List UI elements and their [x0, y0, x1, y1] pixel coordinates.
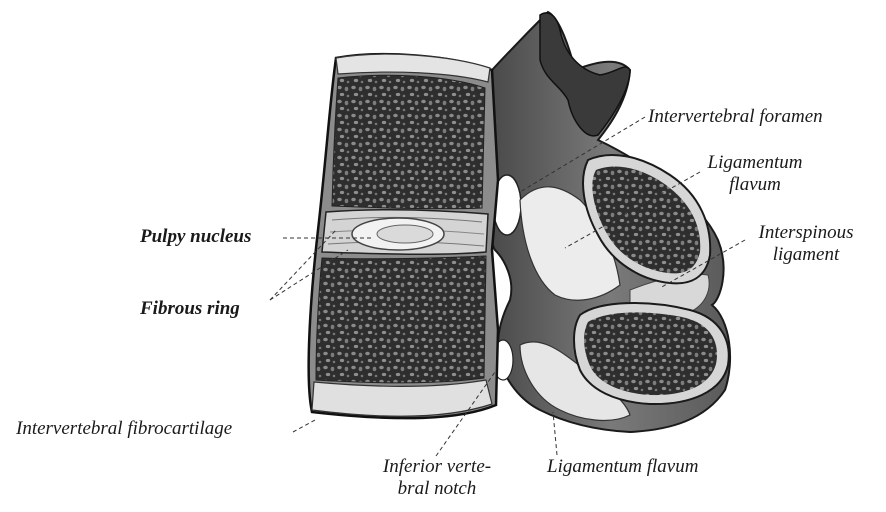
- label-inferior-vertebral-notch-line2: bral notch: [397, 478, 477, 499]
- label-ligamentum-flavum-right-line2: flavum: [729, 174, 781, 195]
- upper-endplate: [335, 53, 491, 83]
- label-intervertebral-foramen: Intervertebral foramen: [648, 106, 823, 127]
- lower-endplate: [311, 379, 493, 417]
- label-ligamentum-flavum-bottom: Ligamentum flavum: [547, 456, 699, 477]
- ligamentum-flavum-lower: [519, 341, 631, 421]
- lamina-lower-spongy: [584, 312, 717, 396]
- label-fibrous-ring: Fibrous ring: [140, 298, 240, 319]
- label-interspinous-ligament-line2: ligament: [772, 244, 840, 265]
- leader-lines: [269, 116, 746, 457]
- spinous-process: [539, 12, 631, 137]
- ligamentum-flavum-upper: [519, 186, 621, 301]
- lamina-upper-spongy: [592, 166, 701, 274]
- upper-body-spongy: [331, 74, 486, 210]
- label-inferior-vertebral-notch-line1: Inferior verte-: [382, 456, 492, 477]
- lower-body-spongy: [315, 255, 487, 384]
- label-intervertebral-fibrocartilage: Intervertebral fibrocartilage: [16, 418, 233, 439]
- label-ligamentum-flavum-right-line1: Ligamentum: [707, 152, 803, 173]
- label-pulpy-nucleus: Pulpy nucleus: [140, 226, 252, 247]
- label-interspinous-ligament-line1: Interspinous: [758, 222, 854, 243]
